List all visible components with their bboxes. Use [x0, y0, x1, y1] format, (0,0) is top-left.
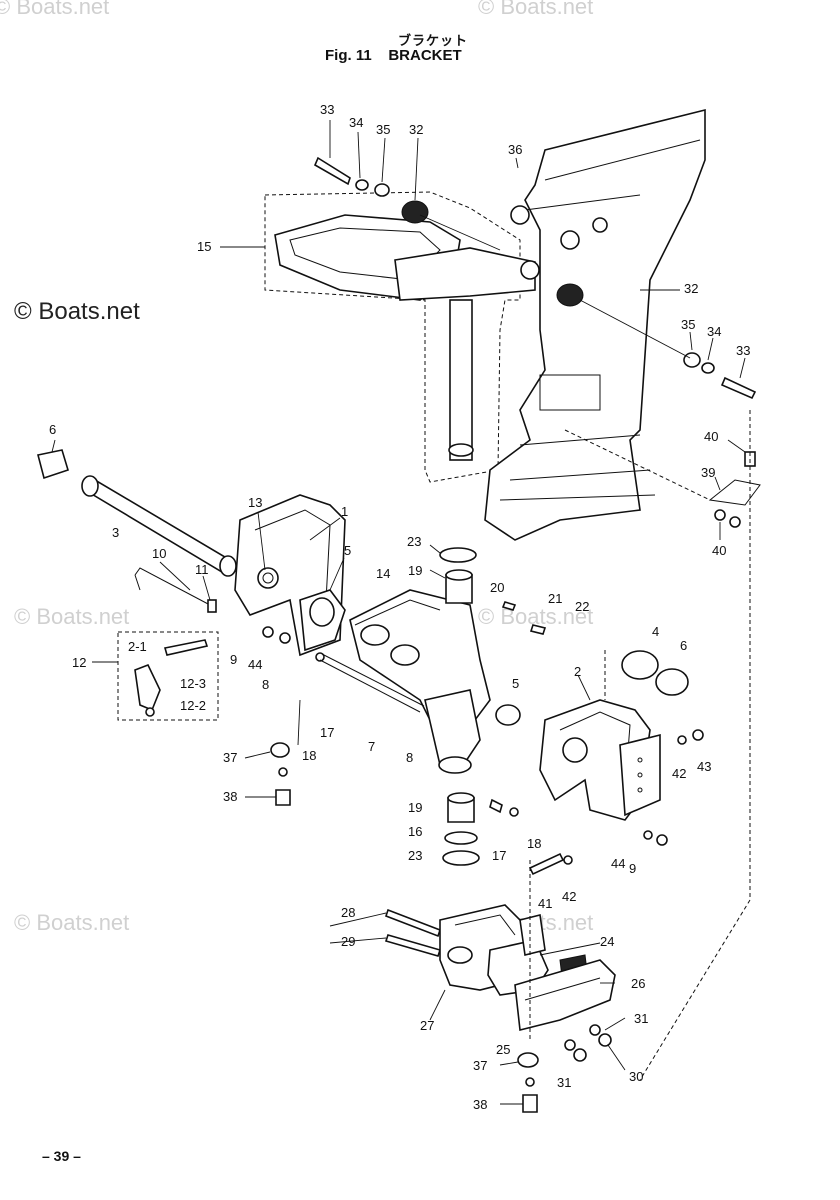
- callout-2: 2: [574, 664, 581, 679]
- callout-10: 10: [152, 546, 166, 561]
- callout-18: 18: [302, 748, 316, 763]
- mount-rubber: [519, 914, 546, 956]
- lower-mount-cover: [514, 959, 616, 1031]
- callout-41: 41: [538, 896, 552, 911]
- watermark: © Boats.net: [478, 0, 594, 19]
- callout-16: 16: [408, 824, 422, 839]
- callout-17: 17: [320, 725, 334, 740]
- nut: [37, 449, 69, 480]
- callout-11: 11: [195, 562, 209, 577]
- callout-20: 20: [490, 580, 504, 595]
- callout-3: 3: [112, 525, 119, 540]
- callout-38: 38: [473, 1097, 487, 1112]
- callout-7: 7: [368, 739, 375, 754]
- callout-33: 33: [736, 343, 750, 358]
- callout-22: 22: [575, 599, 589, 614]
- callout-13: 13: [248, 495, 262, 510]
- bolt: [384, 908, 442, 938]
- callout-9: 9: [230, 652, 237, 667]
- callout-38: 38: [223, 789, 237, 804]
- callout-4: 4: [652, 624, 659, 639]
- watermark: © Boats.net: [14, 910, 130, 935]
- callout-35: 35: [376, 122, 390, 137]
- mount-rubber: [401, 200, 429, 224]
- callout-8: 8: [262, 677, 269, 692]
- callout-31: 31: [557, 1075, 571, 1090]
- callout-2-1: 2-1: [128, 639, 147, 654]
- callout-14: 14: [376, 566, 390, 581]
- bushing: [621, 650, 659, 680]
- callout-37: 37: [473, 1058, 487, 1073]
- callout-21: 21: [548, 591, 562, 606]
- watermark: © Boats.net: [478, 604, 594, 629]
- steering-arm-pivot: [394, 247, 536, 301]
- washer: [439, 547, 477, 563]
- figure-title-japanese: ブラケット: [398, 33, 469, 48]
- callout-9: 9: [629, 861, 636, 876]
- callout-6: 6: [49, 422, 56, 437]
- callout-32: 32: [409, 122, 423, 137]
- callout-23: 23: [407, 534, 421, 549]
- callout-42: 42: [672, 766, 686, 781]
- bolt: [384, 934, 442, 957]
- callout-40: 40: [712, 543, 726, 558]
- callout-37: 37: [223, 750, 237, 765]
- callout-19: 19: [408, 800, 422, 815]
- steering-shaft: [449, 299, 473, 461]
- callout-43: 43: [697, 759, 711, 774]
- callout-1: 1: [341, 504, 348, 519]
- callout-17: 17: [492, 848, 506, 863]
- callout-27: 27: [420, 1018, 434, 1033]
- bushing: [309, 597, 335, 627]
- cap: [655, 668, 689, 696]
- callout-24: 24: [600, 934, 614, 949]
- callout-29: 29: [341, 934, 355, 949]
- callout-42: 42: [562, 889, 576, 904]
- callout-23: 23: [408, 848, 422, 863]
- trim-plate: [619, 733, 661, 817]
- watermark-copyright: © Boats.net: [14, 298, 140, 325]
- callout-30: 30: [629, 1069, 643, 1084]
- callout-8: 8: [406, 750, 413, 765]
- figure-title: Fig. 11 BRACKET: [325, 47, 462, 64]
- watermark: © Boats.net: [14, 604, 130, 629]
- callout-40: 40: [704, 429, 718, 444]
- callout-32: 32: [684, 281, 698, 296]
- callout-35: 35: [681, 317, 695, 332]
- watermark: © Boats.net: [0, 0, 110, 19]
- callout-18: 18: [527, 836, 541, 851]
- callout-34: 34: [349, 115, 363, 130]
- callout-25: 25: [496, 1042, 510, 1057]
- callout-15: 15: [197, 239, 211, 254]
- callout-39: 39: [701, 465, 715, 480]
- callout-19: 19: [408, 563, 422, 578]
- bolt: [720, 376, 757, 400]
- mount-rubber: [556, 283, 584, 307]
- callout-28: 28: [341, 905, 355, 920]
- callout-12-3: 12-3: [180, 676, 206, 691]
- callout-5: 5: [512, 676, 519, 691]
- bolt: [313, 156, 351, 186]
- callout-12: 12: [72, 655, 86, 670]
- callout-34: 34: [707, 324, 721, 339]
- callout-33: 33: [320, 102, 334, 117]
- callout-6: 6: [680, 638, 687, 653]
- assembly-box: [117, 631, 219, 721]
- callout-31: 31: [634, 1011, 648, 1026]
- drive-shaft-housing: [484, 108, 706, 541]
- callout-12-2: 12-2: [180, 698, 206, 713]
- callout-26: 26: [631, 976, 645, 991]
- page-number: – 39 –: [42, 1148, 81, 1164]
- callout-5: 5: [344, 543, 351, 558]
- callout-44: 44: [611, 856, 625, 871]
- swivel-bracket-outline: [264, 191, 521, 483]
- callout-44: 44: [248, 657, 262, 672]
- callout-36: 36: [508, 142, 522, 157]
